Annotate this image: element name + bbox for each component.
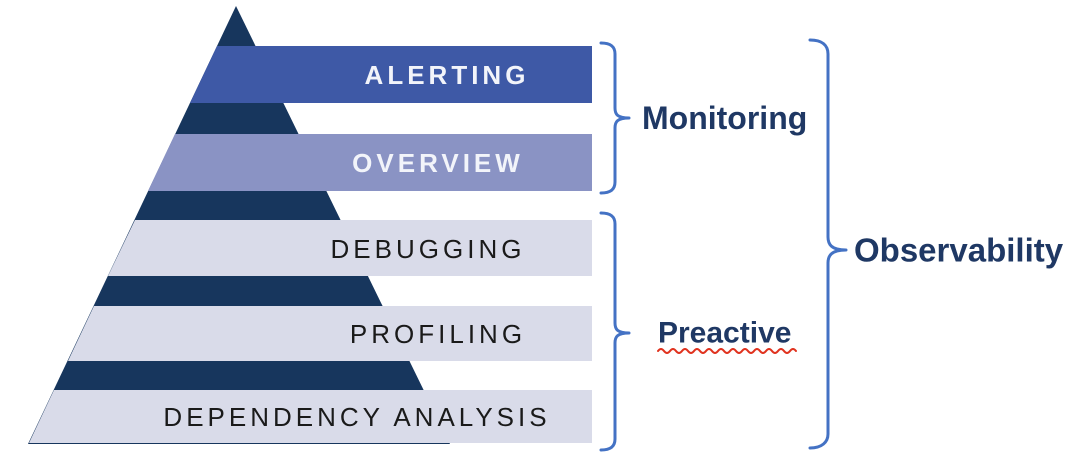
layer-band-overview [148, 134, 592, 191]
layer-label-dependency-analysis: DEPENDENCY ANALYSIS [163, 402, 550, 432]
preactive-spellcheck-underline [657, 348, 797, 354]
layer-band-debugging [108, 220, 592, 276]
observability-brace [808, 38, 848, 450]
group-label-observability: Observability [854, 232, 1064, 269]
preactive-brace [599, 211, 631, 452]
layer-band-dependency-analysis [29, 390, 592, 443]
layer-label-profiling: PROFILING [350, 319, 526, 349]
layer-band-profiling [68, 306, 592, 361]
layer-label-debugging: DEBUGGING [331, 234, 526, 264]
monitoring-brace [599, 41, 631, 195]
group-label-preactive: Preactive [658, 317, 791, 350]
group-label-monitoring: Monitoring [642, 100, 807, 136]
layer-label-overview: OVERVIEW [352, 148, 524, 178]
layer-label-alerting: ALERTING [365, 60, 530, 90]
layer-band-alerting [190, 46, 592, 103]
